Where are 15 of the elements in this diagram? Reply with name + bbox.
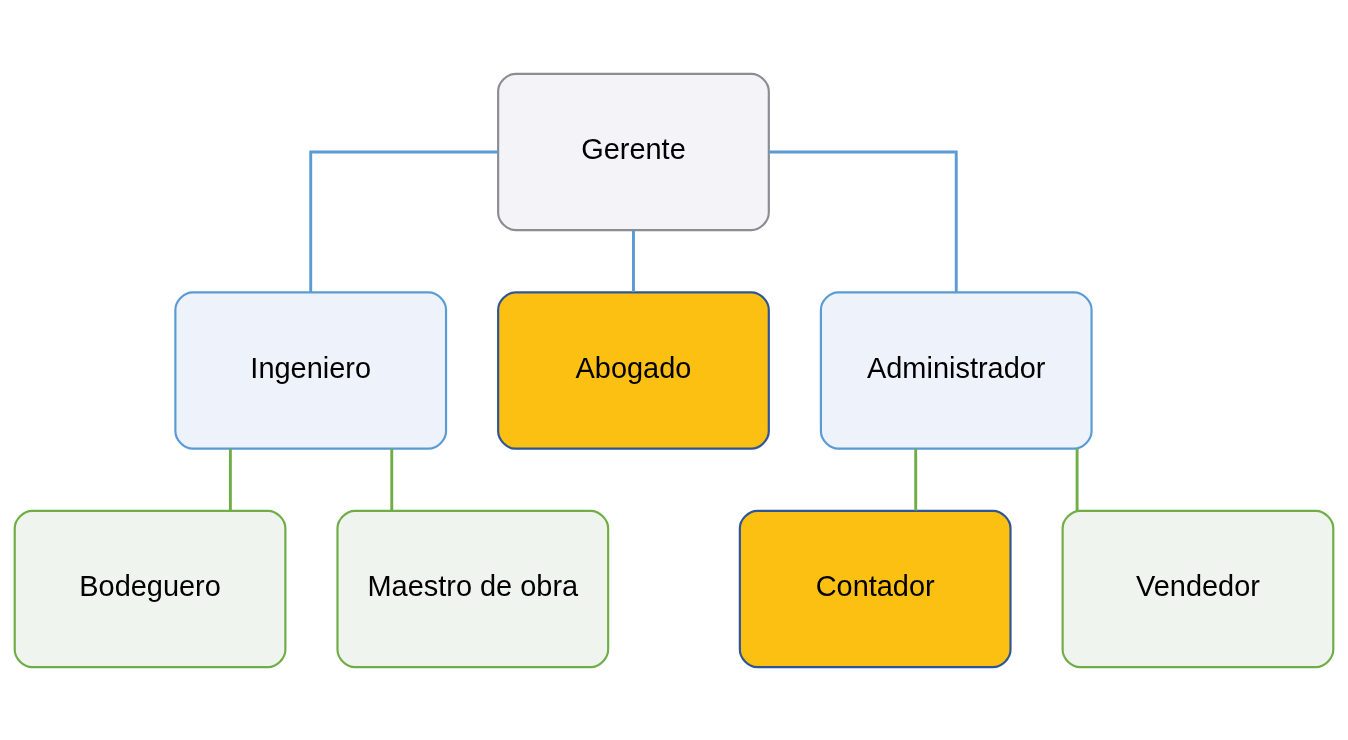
connector bbox=[768, 150, 958, 292]
connector bbox=[390, 448, 394, 511]
node-box: Contador bbox=[738, 509, 1012, 668]
node-box: Administrador bbox=[819, 290, 1093, 450]
connector bbox=[309, 150, 498, 292]
connector bbox=[1075, 448, 1079, 511]
node-box: Bodeguero bbox=[13, 509, 287, 668]
connector bbox=[228, 448, 232, 511]
node-box: Abogado bbox=[497, 290, 770, 450]
node-box: Gerente bbox=[497, 72, 770, 231]
connector bbox=[914, 448, 918, 511]
connector bbox=[632, 229, 635, 292]
node-box: Vendedor bbox=[1061, 509, 1335, 668]
node-box: Ingeniero bbox=[174, 290, 448, 450]
node-box: Maestro de obra bbox=[336, 509, 610, 668]
